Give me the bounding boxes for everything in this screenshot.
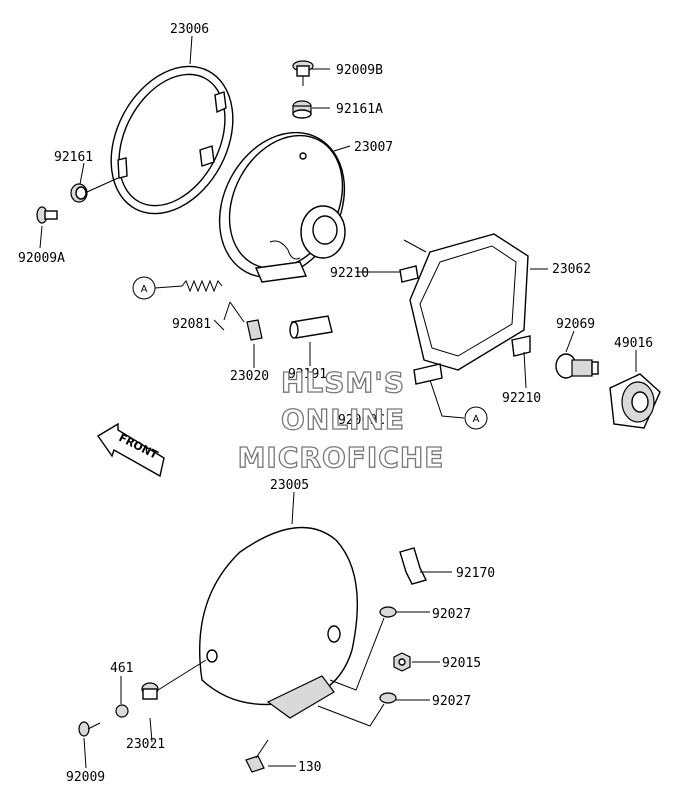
label-92069: 92069 (556, 317, 595, 332)
label-23005: 23005 (270, 478, 309, 493)
label-461: 461 (110, 661, 133, 676)
spring-92081 (181, 279, 223, 293)
label-92009: 92009 (66, 770, 105, 785)
label-130: 130 (298, 760, 321, 775)
label-23021: 23021 (126, 737, 165, 752)
label-92081: 92081 (172, 317, 211, 332)
bracket-92170 (399, 547, 428, 585)
label-92009C: 92009C (338, 413, 385, 428)
label-92027-upper: 92027 (432, 607, 471, 622)
grommet-92161 (70, 183, 88, 203)
label-92009B: 92009B (336, 63, 383, 78)
label-23062: 23062 (552, 262, 591, 277)
callout-a-right: A (464, 406, 488, 430)
washer-92027-lower (379, 692, 397, 704)
label-92170: 92170 (456, 566, 495, 581)
headlight-rim (110, 65, 234, 215)
label-92161A: 92161A (336, 102, 383, 117)
label-92210-lower: 92210 (502, 391, 541, 406)
front-arrow: FRONT (96, 422, 165, 478)
watermark: HLSM'S ONLINE MICROFICHE (237, 365, 445, 474)
label-92027-lower: 92027 (432, 694, 471, 709)
label-92015: 92015 (442, 656, 481, 671)
watermark-line-3: MICROFICHE (238, 441, 445, 474)
part-labels: 23006 92009B 92161A 23007 92161 92009A 9… (18, 22, 653, 785)
watermark-line-2: ONLINE (281, 403, 405, 436)
svg-text:A: A (473, 414, 480, 425)
grommet-92161A (292, 100, 312, 119)
bolt-130 (245, 739, 269, 773)
screw-92009A (36, 206, 58, 224)
bulb-92069 (555, 353, 599, 379)
label-92191: 92191 (288, 367, 327, 382)
screw-92009 (78, 721, 101, 737)
svg-text:A: A (141, 284, 148, 295)
label-23006: 23006 (170, 22, 209, 37)
label-92210-upper: 92210 (330, 266, 369, 281)
nut-461 (115, 704, 129, 718)
washer-92027-upper (379, 606, 397, 618)
screw-92009B (292, 60, 314, 86)
label-23007: 23007 (354, 140, 393, 155)
tube-92191 (289, 315, 333, 339)
label-49016: 49016 (614, 336, 653, 351)
label-92009A: 92009A (18, 251, 65, 266)
label-92161: 92161 (54, 150, 93, 165)
headlight-unit (218, 131, 346, 283)
bracket-23062 (399, 233, 531, 385)
part-23020 (246, 319, 263, 341)
watermark-line-1: HLSM'S (281, 366, 405, 399)
leader-lines (39, 35, 637, 769)
collar-23021 (141, 682, 159, 700)
cover-49016 (609, 373, 661, 429)
headlight-housing (199, 526, 358, 719)
label-23020: 23020 (230, 369, 269, 384)
callout-a-left: A (132, 276, 156, 300)
nut-92015 (393, 652, 411, 672)
